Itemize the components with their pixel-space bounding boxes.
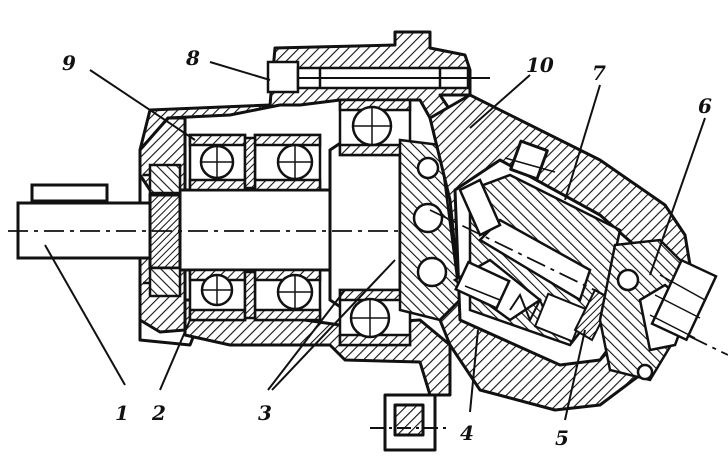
leader-6 bbox=[649, 117, 706, 276]
callout-2: 2 bbox=[151, 401, 166, 425]
leader-2 bbox=[159, 319, 191, 391]
drive-shaft bbox=[16, 138, 402, 312]
leader-5 bbox=[564, 329, 586, 421]
callout-4: 4 bbox=[460, 421, 474, 445]
callout-3: 3 bbox=[258, 401, 272, 425]
leader-8 bbox=[209, 61, 271, 81]
leader-9 bbox=[89, 69, 196, 141]
callout-5: 5 bbox=[555, 426, 569, 450]
callout-6: 6 bbox=[698, 94, 712, 118]
leader-10 bbox=[469, 74, 531, 129]
callout-9: 9 bbox=[62, 51, 76, 75]
leader-3b bbox=[271, 259, 396, 391]
leader-lines bbox=[44, 61, 706, 421]
callout-labels: 1 2 3 4 5 6 7 8 9 10 bbox=[62, 46, 712, 450]
shaft-seal bbox=[143, 163, 182, 298]
callout-10: 10 bbox=[526, 53, 554, 77]
leader-7 bbox=[564, 84, 601, 201]
leader-3a bbox=[267, 289, 346, 391]
callout-8: 8 bbox=[185, 46, 200, 70]
top-bolt bbox=[266, 60, 490, 94]
front-bearings bbox=[188, 133, 322, 322]
leader-1 bbox=[44, 244, 126, 386]
leader-4 bbox=[469, 329, 479, 413]
main-bearing bbox=[338, 98, 412, 347]
cylinder-block bbox=[452, 173, 622, 347]
callout-1: 1 bbox=[115, 401, 129, 425]
rear-end-cap bbox=[598, 238, 718, 382]
callout-7: 7 bbox=[592, 61, 606, 85]
rear-centerline bbox=[429, 209, 728, 356]
